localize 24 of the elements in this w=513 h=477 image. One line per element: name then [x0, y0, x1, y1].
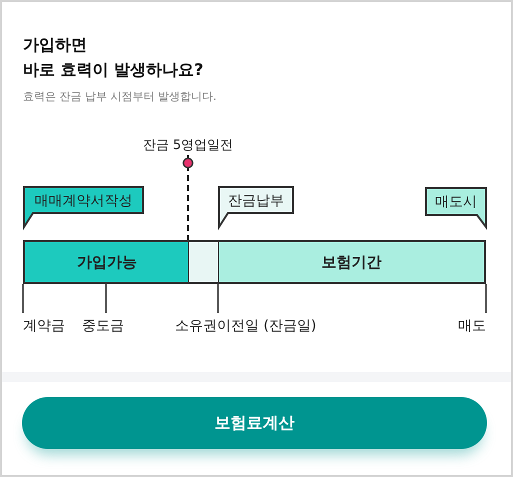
tick-label: 소유권이전일 (잔금일)	[175, 313, 316, 339]
milestone-label: 잔금 5영업일전	[128, 137, 248, 155]
timeline-segment	[218, 240, 486, 284]
tick-label: 계약금	[23, 313, 65, 339]
tick-line	[217, 284, 219, 313]
segment-label: 보험기간	[322, 253, 382, 271]
speech-bubble	[425, 187, 487, 228]
tick-line	[105, 284, 107, 313]
segment-label: 가입가능	[77, 253, 137, 271]
heading: 가입하면 바로 효력이 발생하나요?	[23, 34, 204, 81]
bubble-label: 매매계약서작성	[34, 192, 132, 210]
bubble-label: 잔금납부	[228, 192, 284, 210]
calculate-button: 보험료계산	[22, 397, 487, 449]
speech-bubble	[218, 186, 294, 228]
timeline-segment	[188, 240, 219, 284]
timeline-segment	[23, 240, 189, 284]
tick-line	[22, 284, 24, 313]
tick-label: 중도금	[82, 313, 124, 339]
tick-line	[485, 284, 487, 313]
tick-label: 매도	[458, 313, 486, 339]
speech-bubble	[23, 186, 144, 228]
leader-line	[182, 155, 194, 240]
subtitle: 효력은 잔금 납부 시점부터 발생합니다.	[23, 89, 216, 105]
bubble-label: 매도시	[435, 193, 477, 211]
